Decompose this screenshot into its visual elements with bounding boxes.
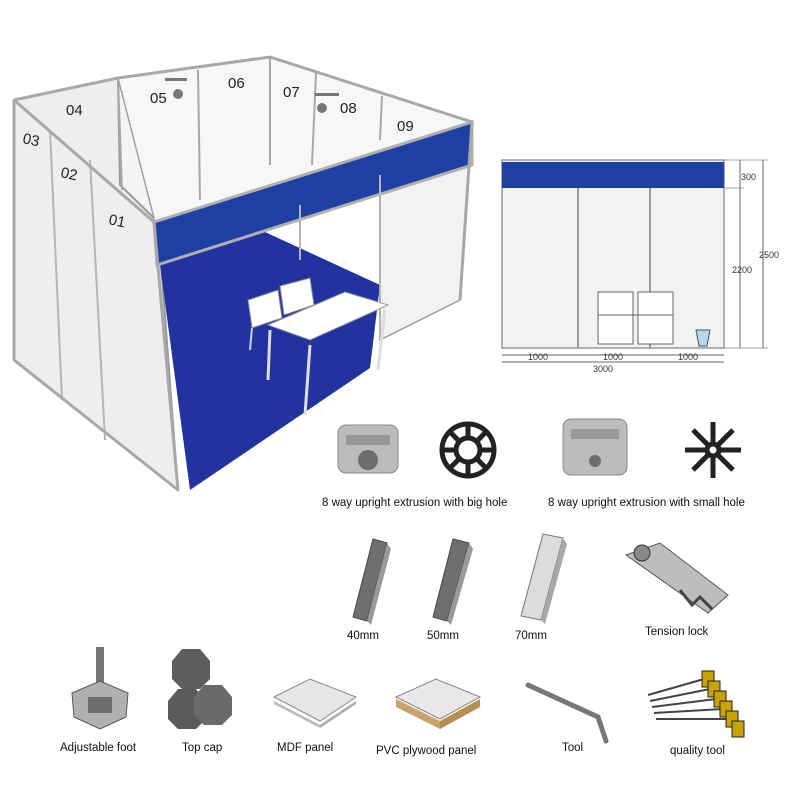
beam-70mm-image bbox=[520, 533, 567, 624]
table-top bbox=[266, 291, 390, 341]
panel-number: 01 bbox=[107, 211, 127, 231]
pvc-panel-caption: PVC plywood panel bbox=[376, 745, 477, 757]
panel-number: 04 bbox=[66, 102, 83, 119]
mdf-panel-caption: MDF panel bbox=[277, 742, 334, 754]
booth-3d-illustration: 01 02 03 04 05 06 07 08 09 bbox=[12, 55, 475, 493]
wastebin-icon bbox=[695, 329, 711, 347]
spotlight-icon bbox=[165, 78, 339, 113]
beam-50mm-caption: 50mm bbox=[427, 630, 459, 642]
adjustable-foot-caption: Adjustable foot bbox=[60, 742, 137, 754]
booth-elevation-drawing: 300 2200 2500 1000 1000 1000 3000 bbox=[501, 159, 779, 374]
quality-tool-image bbox=[647, 670, 745, 738]
tool-image bbox=[525, 682, 609, 744]
dim-total-height: 2500 bbox=[759, 250, 779, 260]
panel-number: 02 bbox=[59, 164, 79, 184]
beam-40mm-caption: 40mm bbox=[347, 630, 379, 642]
tool-caption: Tool bbox=[562, 742, 584, 754]
elevation-fascia bbox=[502, 162, 724, 188]
dim-panel-width: 1000 bbox=[528, 352, 548, 362]
pvc-panel-image bbox=[394, 678, 482, 729]
panel-number: 05 bbox=[150, 90, 167, 107]
adjustable-foot-image bbox=[71, 647, 129, 730]
extrusion-small-hole-image bbox=[562, 418, 741, 478]
panel-number: 06 bbox=[228, 75, 245, 92]
panel-number: 07 bbox=[283, 84, 300, 101]
extrusion-big-hole-image bbox=[337, 421, 497, 479]
dim-fascia-height: 300 bbox=[741, 172, 756, 182]
extrusion-big-hole-caption: 8 way upright extrusion with big hole bbox=[322, 497, 508, 509]
panel-number: 08 bbox=[340, 100, 357, 117]
dim-total-width: 3000 bbox=[593, 364, 613, 374]
top-cap-caption: Top cap bbox=[182, 742, 223, 754]
tension-lock-caption: Tension lock bbox=[645, 626, 709, 638]
elevation-chairs bbox=[597, 291, 674, 345]
dim-wall-height: 2200 bbox=[732, 265, 752, 275]
extrusion-small-hole-caption: 8 way upright extrusion with small hole bbox=[548, 497, 745, 509]
beam-70mm-caption: 70mm bbox=[515, 630, 547, 642]
top-cap-image bbox=[168, 649, 232, 729]
panel-number: 09 bbox=[397, 118, 414, 135]
mdf-panel-image bbox=[272, 678, 358, 728]
folding-chairs bbox=[247, 277, 315, 351]
dim-panel-width: 1000 bbox=[678, 352, 698, 362]
tension-lock-image bbox=[624, 542, 729, 614]
quality-tool-caption: quality tool bbox=[670, 745, 725, 757]
dim-panel-width: 1000 bbox=[603, 352, 623, 362]
panel-number: 03 bbox=[21, 130, 41, 150]
beam-40mm-image bbox=[352, 538, 391, 625]
beam-50mm-image bbox=[432, 538, 473, 625]
